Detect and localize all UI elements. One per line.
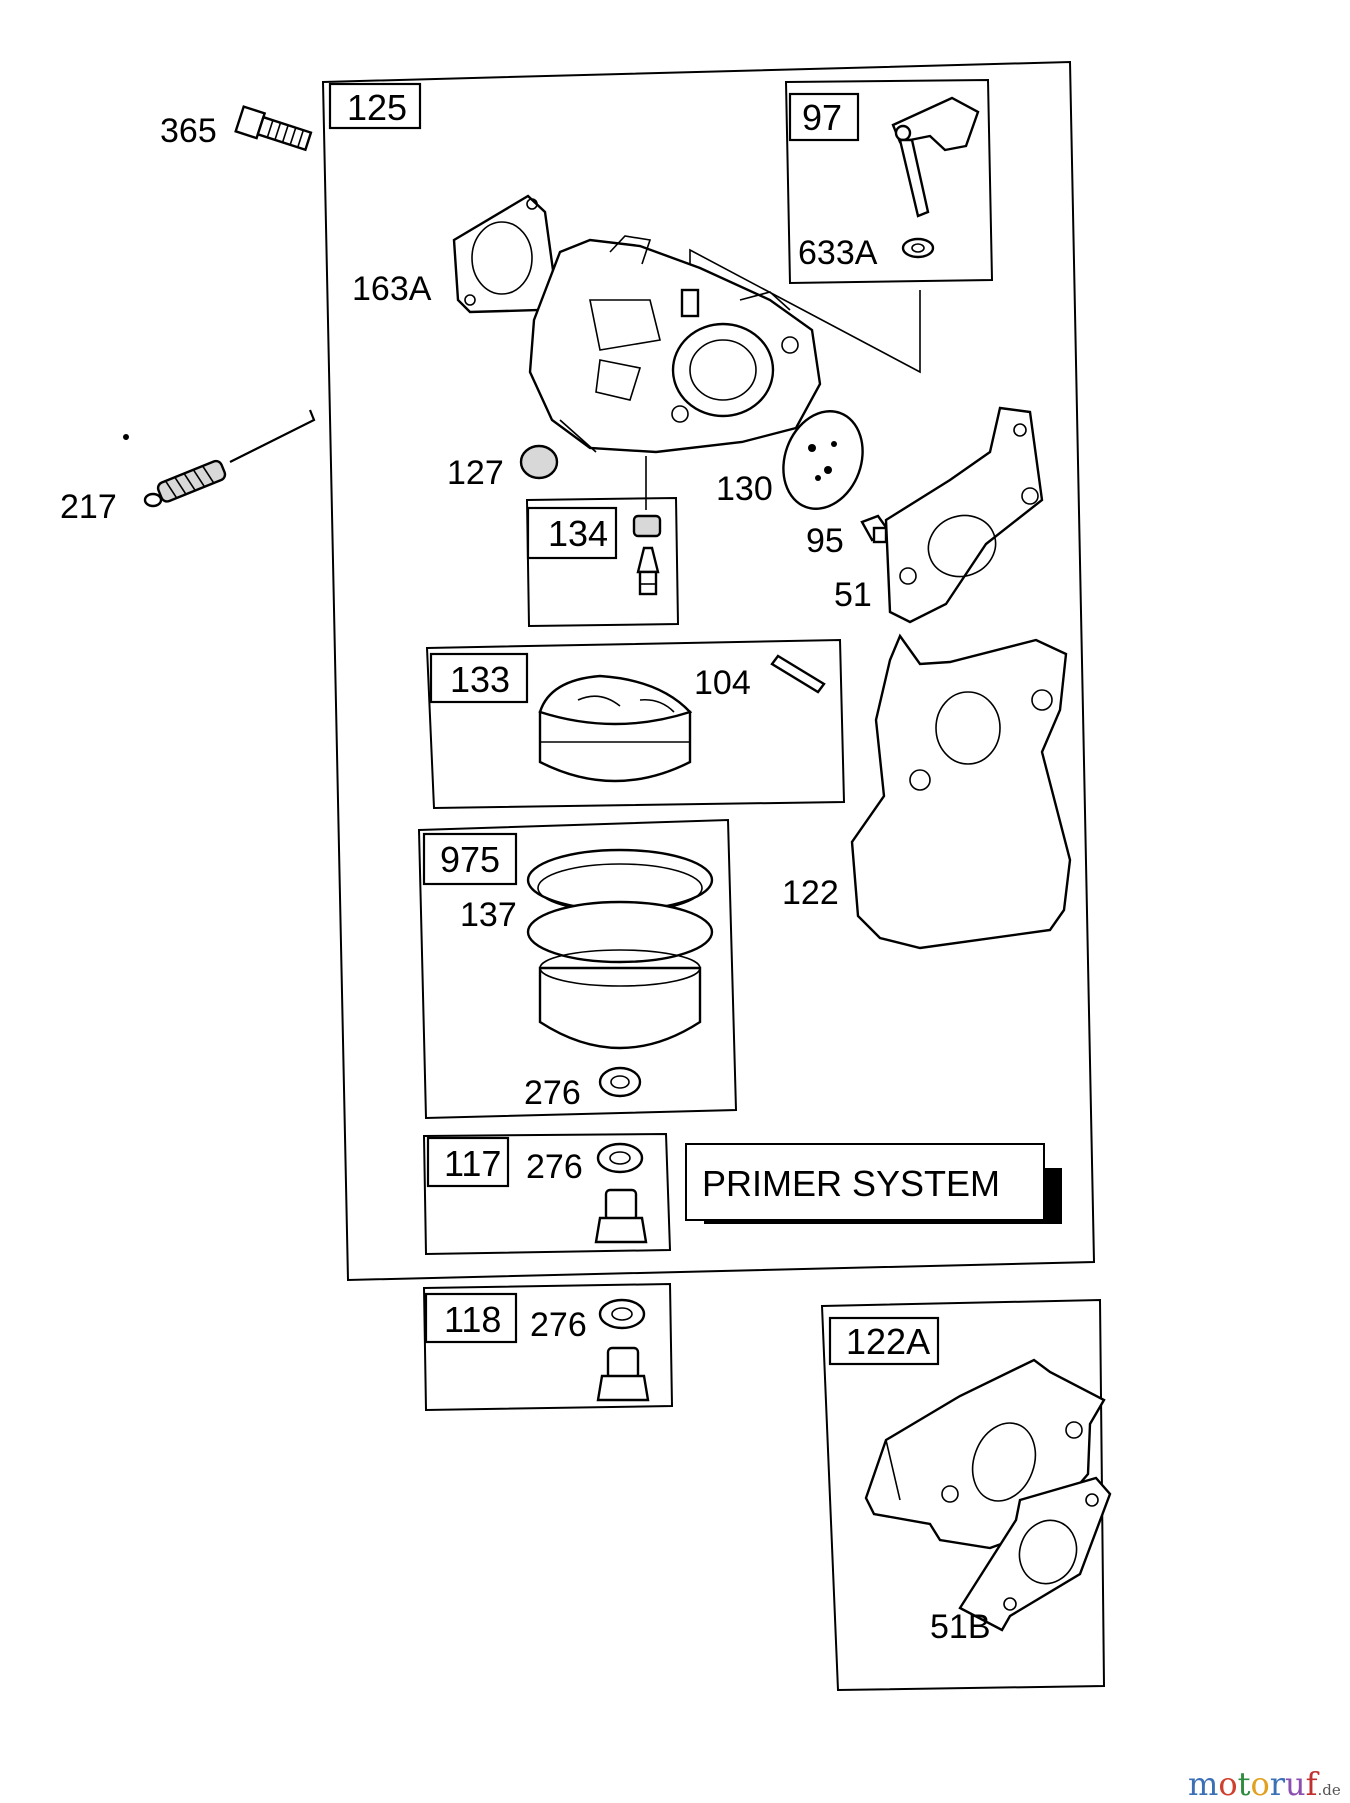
callout-276-b: 276 <box>526 1148 583 1186</box>
watermark-domain: .de <box>1317 1781 1341 1799</box>
callout-122: 122 <box>782 874 839 912</box>
primer-system-label: PRIMER SYSTEM <box>685 1143 1062 1224</box>
box-117-fitting: 117 276 <box>422 1132 672 1256</box>
callout-118: 118 <box>444 1299 501 1340</box>
callout-163a: 163A <box>352 270 432 308</box>
box-975-bowl: 975 137 276 <box>417 818 738 1120</box>
box-133-float: 133 104 <box>425 638 846 810</box>
watermark-letter: r <box>1269 1765 1286 1803</box>
watermark-letter: u <box>1285 1765 1306 1803</box>
callout-633a: 633A <box>798 234 878 272</box>
callout-130: 130 <box>716 470 773 508</box>
part-51-gasket: 51 <box>834 406 1044 624</box>
site-watermark: motoruf.de <box>1188 1765 1341 1803</box>
part-365-bolt: 365 <box>160 105 313 152</box>
callout-117: 117 <box>444 1143 501 1184</box>
callout-134: 134 <box>548 513 608 554</box>
part-217-spring: 217 <box>60 409 316 526</box>
callout-104: 104 <box>694 664 751 702</box>
box-118-fitting: 118 276 <box>422 1282 674 1412</box>
callout-137: 137 <box>460 896 517 934</box>
callout-276-c: 276 <box>530 1306 587 1344</box>
watermark-letter: f <box>1305 1765 1318 1803</box>
callout-975: 975 <box>440 839 500 880</box>
box-97-choke-lever: 97 633A <box>784 78 994 285</box>
callout-51b: 51B <box>930 1608 991 1646</box>
box-134-needle: 134 <box>525 456 680 628</box>
callout-217: 217 <box>60 488 117 526</box>
part-127-plug: 127 <box>447 444 559 492</box>
part-122-gasket: 122 <box>782 633 1072 950</box>
primer-system-text: PRIMER SYSTEM <box>702 1163 1000 1204</box>
callout-51: 51 <box>834 576 872 614</box>
box-122a-adapter: 122A 51B <box>820 1298 1112 1692</box>
part-130-diaphragm: 130 <box>716 410 864 510</box>
callout-97: 97 <box>802 97 842 138</box>
callout-133: 133 <box>450 659 510 700</box>
callout-125: 125 <box>347 87 407 128</box>
part-95-screw: 95 <box>806 514 890 560</box>
callout-95: 95 <box>806 522 844 560</box>
part-163a-gasket: 163A <box>352 194 558 314</box>
watermark-letter: m <box>1188 1765 1219 1803</box>
callout-122a: 122A <box>846 1321 930 1362</box>
assembly-frame-125: 125 <box>321 60 1096 1282</box>
watermark-letter: t <box>1237 1765 1251 1803</box>
part-carburetor-body <box>528 235 822 454</box>
callout-365: 365 <box>160 112 217 150</box>
watermark-letter: o <box>1250 1765 1270 1803</box>
callout-127: 127 <box>447 454 504 492</box>
callout-276-a: 276 <box>524 1074 581 1112</box>
watermark-letter: o <box>1218 1765 1238 1803</box>
